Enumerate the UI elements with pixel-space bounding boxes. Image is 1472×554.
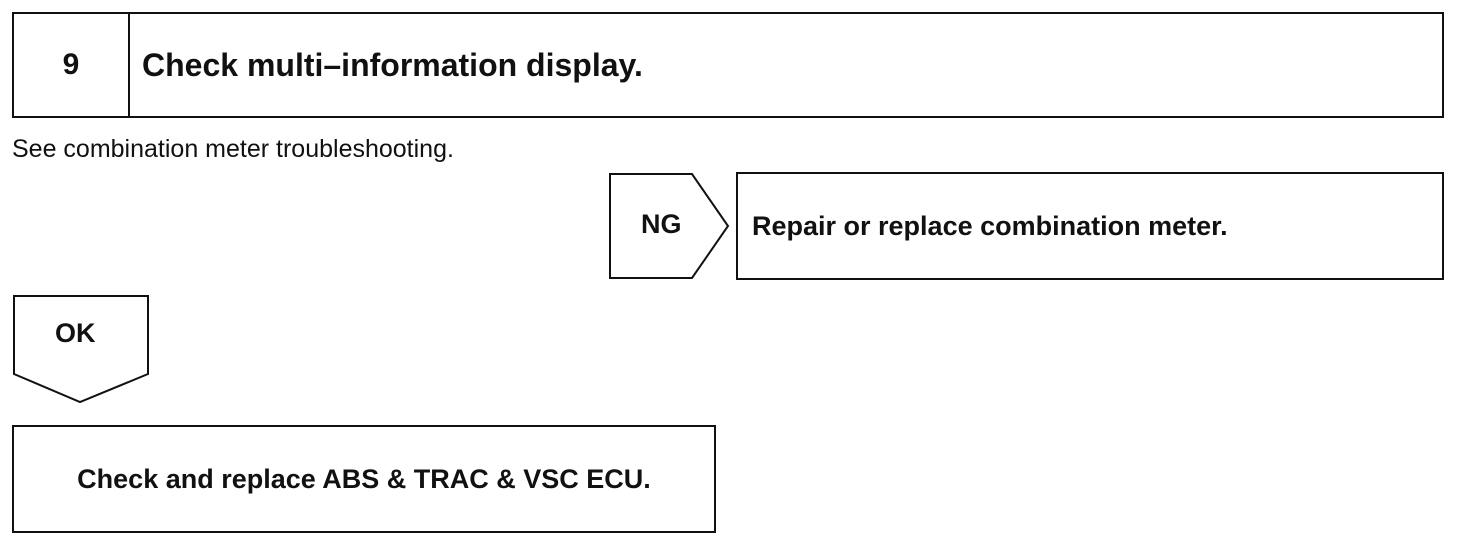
step-number: 9 — [14, 14, 130, 116]
ng-result-text: Repair or replace combination meter. — [752, 210, 1228, 241]
ok-label: OK — [55, 318, 96, 348]
step-title: Check multi–information display. — [142, 46, 643, 83]
ok-result-text: Check and replace ABS & TRAC & VSC ECU. — [77, 463, 651, 494]
ok-result-box: Check and replace ABS & TRAC & VSC ECU. — [12, 425, 716, 533]
instruction-text: See combination meter troubleshooting. — [12, 135, 454, 163]
ng-arrow-flag — [609, 173, 730, 279]
ng-result-box: Repair or replace combination meter. — [736, 172, 1444, 280]
step-header-box: 9 Check multi–information display. — [12, 12, 1444, 118]
ng-label: NG — [641, 209, 682, 239]
ok-arrow-flag — [13, 295, 149, 404]
